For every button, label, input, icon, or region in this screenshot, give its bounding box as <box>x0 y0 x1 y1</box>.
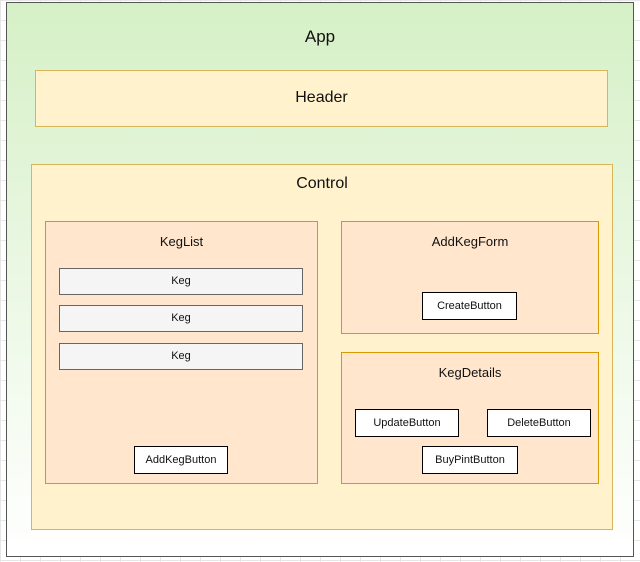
kegdetails-label: KegDetails <box>438 365 502 380</box>
header-label: Header <box>295 89 348 106</box>
keg-item: Keg <box>59 305 303 332</box>
app-box: App Header Control KegList Keg Keg Keg A… <box>6 2 634 557</box>
control-label: Control <box>296 175 348 192</box>
app-label: App <box>304 27 336 46</box>
update-button: UpdateButton <box>355 409 459 437</box>
add-keg-button: AddKegButton <box>134 446 228 474</box>
create-button: CreateButton <box>422 292 517 320</box>
addkegform-label: AddKegForm <box>431 234 509 249</box>
control-box: Control KegList Keg Keg Keg AddKegButton… <box>31 164 613 530</box>
header-box: Header <box>35 70 608 127</box>
kegdetails-box: KegDetails UpdateButton DeleteButton Buy… <box>341 352 599 484</box>
keg-item: Keg <box>59 343 303 370</box>
delete-button: DeleteButton <box>487 409 591 437</box>
addkegform-box: AddKegForm CreateButton <box>341 221 599 334</box>
keglist-label: KegList <box>159 234 204 249</box>
keglist-box: KegList Keg Keg Keg AddKegButton <box>45 221 318 484</box>
buy-pint-button: BuyPintButton <box>422 446 518 474</box>
keg-item: Keg <box>59 268 303 295</box>
